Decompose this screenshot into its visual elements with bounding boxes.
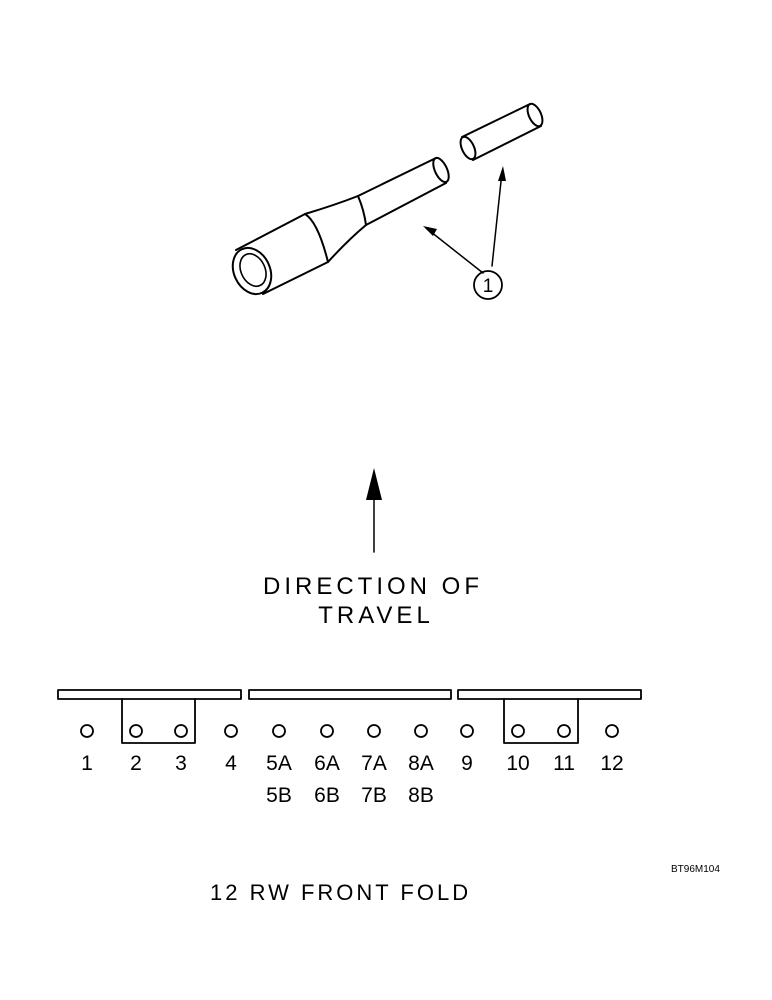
direction-label-line2: TRAVEL [318,602,434,629]
row-label-11: 11 [553,752,575,775]
callout-number: 1 [483,276,494,297]
tube-assembly [231,156,450,296]
row-marker-8 [414,724,428,738]
row-marker-9 [460,724,474,738]
row-label-3: 3 [175,752,187,775]
figure-code: BT96M104 [671,864,720,875]
toolbar-left [57,689,242,700]
row-marker-4 [224,724,238,738]
sleeve-end-inner [239,252,267,288]
tube-top-edge [461,103,531,138]
taper-bottom [327,224,367,263]
row-label-8a: 8A [408,752,434,775]
sleeve-end-outer [231,246,273,296]
tube-right-end [526,102,544,128]
row-label-7a: 7A [361,752,387,775]
row-label-12: 12 [600,752,624,775]
row-marker-7 [367,724,381,738]
leader-right-head [498,166,506,181]
row-marker-10 [511,724,525,738]
row-marker-6 [320,724,334,738]
tube-left-end [459,135,477,161]
row-unit-markers [80,724,619,738]
row-label-5b: 5B [266,784,292,807]
row-label-8b: 8B [408,784,434,807]
tube-bottom-edge [472,125,542,161]
leader-right [491,171,503,267]
leader-left [425,227,484,274]
row-marker-11 [557,724,571,738]
row-label-9: 9 [461,752,473,775]
row-label-6b: 6B [314,784,340,807]
shaft-end [432,156,450,184]
row-marker-3 [174,724,188,738]
row-marker-2 [129,724,143,738]
figure-caption: 12 RW FRONT FOLD [210,880,472,905]
sleeve-top-edge [235,213,306,251]
callout-leaders [425,171,503,274]
taper-top [304,195,359,215]
row-marker-12 [605,724,619,738]
toolbar-right [457,689,642,700]
row-marker-5 [272,724,286,738]
row-label-5a: 5A [266,752,292,775]
sleeve-bottom-edge [262,261,329,295]
row-label-2: 2 [130,752,142,775]
row-label-7b: 7B [361,784,387,807]
shaft-top-edge [357,157,437,197]
row-label-6a: 6A [314,752,340,775]
row-label-10: 10 [506,752,530,775]
direction-label-line1: DIRECTION OF [263,573,483,600]
leader-left-head [423,226,437,236]
sleeve-collar [304,213,329,263]
taper-shade [357,195,367,226]
toolbar-sections [57,689,642,744]
row-label-1: 1 [81,752,93,775]
bracket-right [503,698,579,744]
row-marker-1 [80,724,94,738]
row-label-4: 4 [225,752,237,775]
separate-tube [459,102,544,161]
shaft-bottom-edge [365,182,447,226]
bracket-left [121,698,196,744]
callout-circle [473,270,503,300]
direction-arrow-head [366,468,382,500]
toolbar-center [248,689,452,700]
